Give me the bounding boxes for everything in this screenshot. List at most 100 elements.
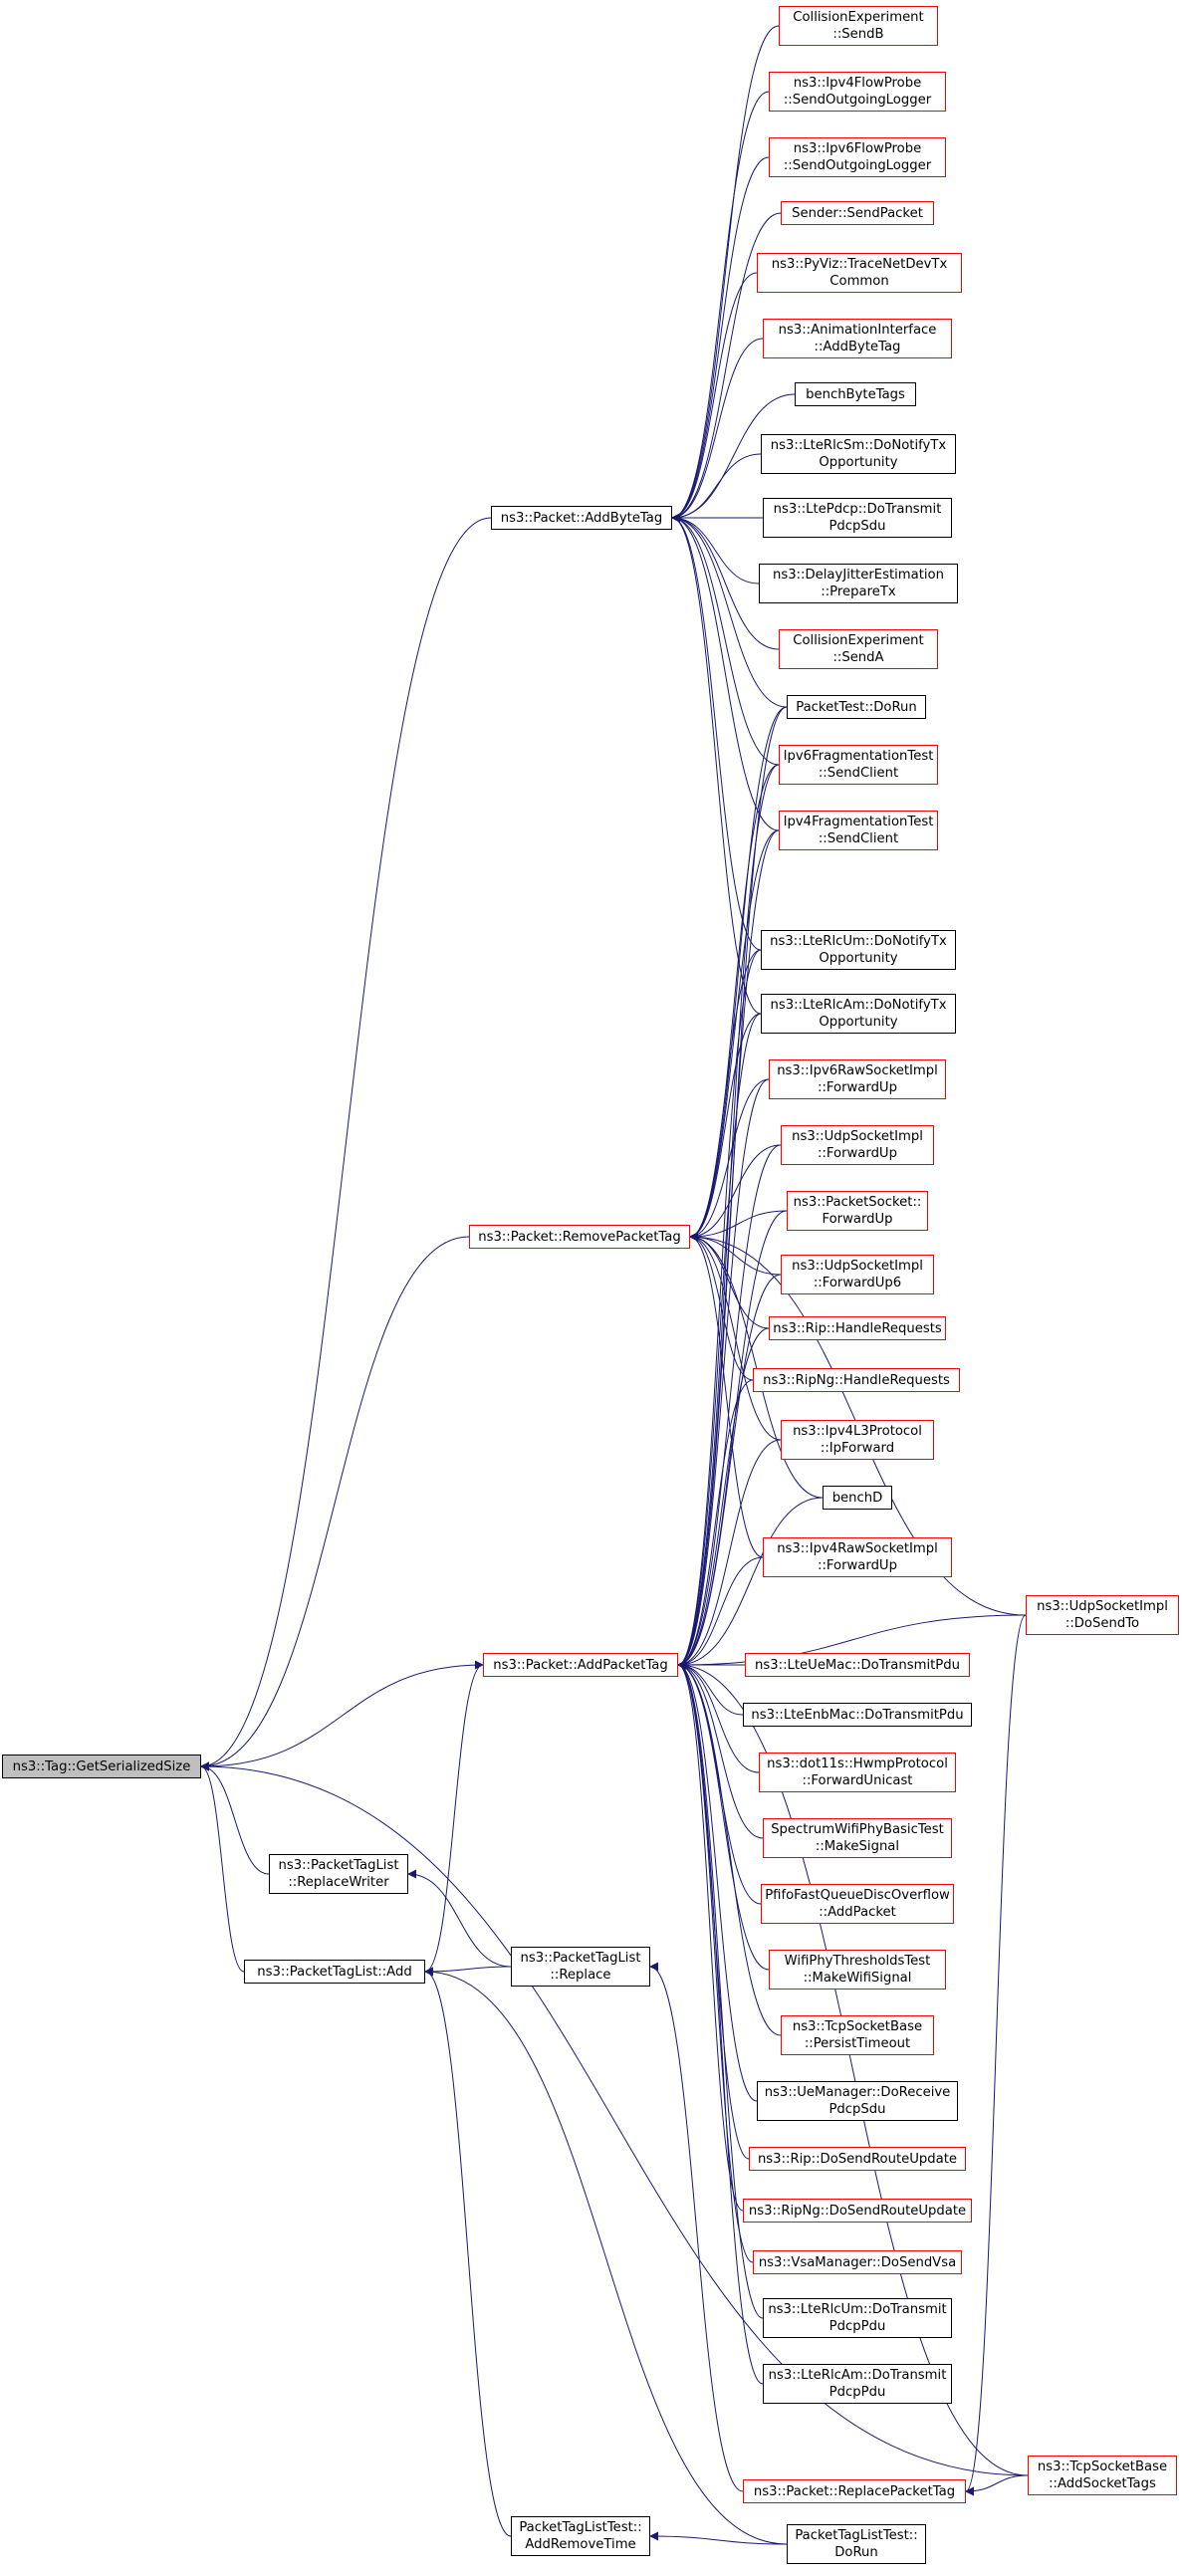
edge-ipv6raw-to-addpackettag	[677, 1078, 770, 1670]
edge-ipv4frag-to-addpackettag	[677, 829, 780, 1670]
node-label-line: ::ForwardUp	[818, 1080, 897, 1095]
node-label-line: ns3::dot11s::HwmpProtocol	[767, 1756, 948, 1771]
node-tcp-addsocket[interactable]: ns3::TcpSocketBase::AddSocketTags	[1028, 2456, 1177, 2495]
edge-pktsock-to-addpackettag	[677, 1210, 788, 1670]
node-label-line: Common	[829, 274, 889, 289]
node-label-line: ::ForwardUp	[818, 1558, 897, 1573]
node-label-line: ::AddByteTag	[814, 340, 901, 354]
node-ipv4l3[interactable]: ns3::Ipv4L3Protocol::IpForward	[781, 1420, 934, 1460]
edge-wifithresh-to-addpackettag	[677, 1660, 770, 1971]
node-ipv6frag[interactable]: Ipv6FragmentationTest::SendClient	[779, 745, 938, 785]
edge-ipv6frag-to-addpackettag	[677, 764, 780, 1670]
node-root: ns3::Tag::GetSerializedSize	[2, 1755, 201, 1778]
node-label-line: Opportunity	[819, 455, 898, 470]
node-label-line: PdcpPdu	[828, 2385, 886, 2400]
node-udp-fwd[interactable]: ns3::UdpSocketImpl::ForwardUp	[781, 1125, 934, 1165]
edge-ptl-replacewriter-to-root	[200, 1761, 270, 1875]
node-label-line: ::ReplaceWriter	[288, 1875, 389, 1890]
node-label-line: ns3::Tag::GetSerializedSize	[12, 1758, 191, 1774]
node-ptlt-addremovetime[interactable]: PacketTagListTest::AddRemoveTime	[511, 2516, 650, 2556]
edge-ipv4l3-to-removepackettag	[689, 1232, 782, 1441]
node-benchbyte[interactable]: benchByteTags	[795, 382, 916, 406]
node-ipv4raw[interactable]: ns3::Ipv4RawSocketImpl::ForwardUp	[763, 1537, 952, 1577]
node-label-line: ns3::Packet::ReplacePacketTag	[753, 2483, 956, 2499]
node-label-line: ::PrepareTx	[821, 585, 896, 599]
node-label-line: ns3::LteRlcAm::DoNotifyTx	[770, 998, 947, 1013]
node-ptl-replacewriter[interactable]: ns3::PacketTagList::ReplaceWriter	[269, 1854, 408, 1894]
node-spectrum[interactable]: SpectrumWifiPhyBasicTest::MakeSignal	[763, 1818, 952, 1858]
node-hwmp[interactable]: ns3::dot11s::HwmpProtocol::ForwardUnicas…	[759, 1753, 956, 1792]
node-benchd[interactable]: benchD	[823, 1486, 892, 1510]
edge-ripng-sendroute-to-addpackettag	[677, 1660, 744, 2212]
node-ipv4frag[interactable]: Ipv4FragmentationTest::SendClient	[779, 811, 938, 850]
node-tcp-persist[interactable]: ns3::TcpSocketBase::PersistTimeout	[781, 2015, 934, 2055]
edge-tcp-addsocket-to-replacepackettag	[965, 2474, 1029, 2496]
node-label-line: benchD	[831, 1490, 883, 1506]
edge-addpackettag-to-root	[200, 1664, 484, 1771]
node-label-line: PacketTagListTest::	[519, 2520, 642, 2535]
node-wifithresh[interactable]: WifiPhyThresholdsTest::MakeWifiSignal	[769, 1950, 946, 1990]
node-rip-handle[interactable]: ns3::Rip::HandleRequests	[769, 1316, 946, 1340]
edge-ipv6raw-to-removepackettag	[689, 1078, 770, 1242]
node-removepackettag[interactable]: ns3::Packet::RemovePacketTag	[469, 1225, 690, 1249]
node-label-line: benchByteTags	[806, 386, 905, 402]
edge-udp-fwd-to-removepackettag	[689, 1144, 782, 1242]
node-label-line: ::DoSendTo	[1064, 1616, 1140, 1631]
node-addbytetag[interactable]: ns3::Packet::AddByteTag	[491, 506, 672, 530]
node-label-line: CollisionExperiment	[793, 10, 924, 25]
edge-vsa-to-addpackettag	[677, 1660, 754, 2263]
node-replacepackettag[interactable]: ns3::Packet::ReplacePacketTag	[743, 2479, 966, 2503]
node-ripng-sendroute[interactable]: ns3::RipNg::DoSendRouteUpdate	[743, 2199, 972, 2223]
edge-udp-sendto-to-addpackettag	[677, 1614, 1027, 1670]
node-ripng-handle[interactable]: ns3::RipNg::HandleRequests	[753, 1368, 960, 1392]
node-label-line: AddRemoveTime	[525, 2537, 636, 2552]
node-pktsock[interactable]: ns3::PacketSocket::ForwardUp	[787, 1191, 928, 1231]
node-coll-senda[interactable]: CollisionExperiment::SendA	[779, 629, 938, 669]
node-vsa[interactable]: ns3::VsaManager::DoSendVsa	[753, 2250, 962, 2274]
node-ipv6flow[interactable]: ns3::Ipv6FlowProbe::SendOutgoingLogger	[769, 137, 946, 177]
node-label-line: ns3::Ipv4L3Protocol	[793, 1424, 922, 1439]
node-label-line: ns3::Packet::AddPacketTag	[493, 1657, 668, 1673]
node-label-line: CollisionExperiment	[793, 633, 924, 648]
node-label-line: ns3::LteRlcSm::DoNotifyTx	[770, 438, 947, 453]
node-sender[interactable]: Sender::SendPacket	[781, 201, 934, 225]
node-label-line: ::SendClient	[818, 766, 899, 781]
node-label-line: ns3::Packet::AddByteTag	[500, 510, 663, 526]
node-pfifo[interactable]: PfifoFastQueueDiscOverflow::AddPacket	[761, 1884, 954, 1924]
node-packettest[interactable]: PacketTest::DoRun	[787, 695, 926, 719]
node-label-line: ns3::UdpSocketImpl	[792, 1259, 923, 1274]
node-label-line: ns3::Ipv6FlowProbe	[793, 141, 922, 156]
node-label-line: SpectrumWifiPhyBasicTest	[771, 1822, 944, 1837]
edge-ptlt-dorun-to-ptlt-addremovetime	[649, 2531, 788, 2545]
node-ipv6raw[interactable]: ns3::Ipv6RawSocketImpl::ForwardUp	[769, 1059, 946, 1099]
node-ptl-replace[interactable]: ns3::PacketTagList::Replace	[511, 1947, 650, 1987]
node-delayjitter[interactable]: ns3::DelayJitterEstimation::PrepareTx	[759, 564, 958, 603]
node-label-line: Ipv4FragmentationTest	[783, 815, 934, 829]
node-ipv4flow[interactable]: ns3::Ipv4FlowProbe::SendOutgoingLogger	[769, 72, 946, 112]
node-lteuemac[interactable]: ns3::LteUeMac::DoTransmitPdu	[745, 1653, 970, 1677]
node-addpackettag[interactable]: ns3::Packet::AddPacketTag	[483, 1653, 678, 1677]
node-label-line: ns3::PyViz::TraceNetDevTx	[771, 257, 948, 272]
edge-lteum-transmit-to-addpackettag	[677, 1660, 764, 2319]
node-ptl-add[interactable]: ns3::PacketTagList::Add	[244, 1960, 425, 1984]
node-udp-sendto[interactable]: ns3::UdpSocketImpl::DoSendTo	[1026, 1595, 1179, 1635]
node-label-line: ::AddSocketTags	[1049, 2476, 1156, 2491]
edge-anim-to-addbytetag	[671, 338, 764, 523]
node-lteenbmac[interactable]: ns3::LteEnbMac::DoTransmitPdu	[743, 1703, 972, 1727]
edge-addbytetag-to-root	[200, 517, 492, 1771]
edge-replacepackettag-to-ptl-replace	[649, 1962, 744, 2492]
node-udp-fwd6[interactable]: ns3::UdpSocketImpl::ForwardUp6	[781, 1255, 934, 1294]
node-label-line: ns3::UdpSocketImpl	[1037, 1599, 1168, 1614]
node-rip-sendroute[interactable]: ns3::Rip::DoSendRouteUpdate	[749, 2147, 966, 2171]
node-ptlt-dorun[interactable]: PacketTagListTest::DoRun	[787, 2524, 926, 2564]
node-anim[interactable]: ns3::AnimationInterface::AddByteTag	[763, 319, 952, 358]
node-coll-sendb[interactable]: CollisionExperiment::SendB	[779, 6, 938, 46]
